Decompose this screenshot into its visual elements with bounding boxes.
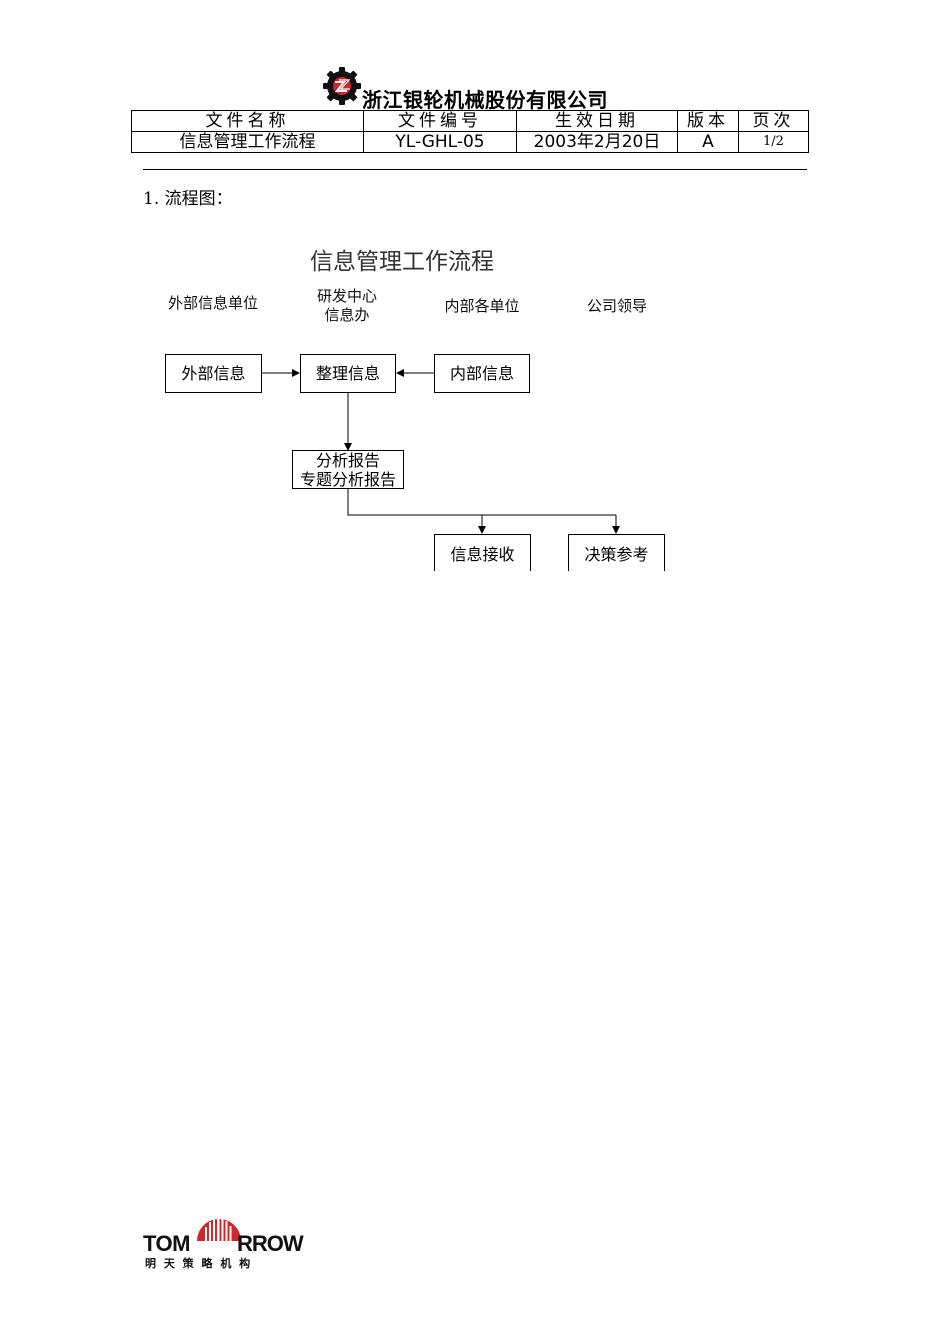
flowchart-area: 外部信息 整理信息 内部信息 分析报告 专题分析报告 信息接收 决策参考 bbox=[150, 340, 710, 571]
flowchart-title: 信息管理工作流程 bbox=[310, 249, 494, 275]
value-version: A bbox=[677, 131, 739, 153]
lane-company-leaders: 公司领导 bbox=[586, 297, 647, 315]
document-info-table: 文件名称 文件编号 生效日期 版本 页次 信息管理工作流程 YL-GHL-05 … bbox=[131, 110, 809, 153]
node-external-info-label: 外部信息 bbox=[181, 364, 246, 383]
header-effective-date: 生效日期 bbox=[516, 110, 678, 132]
node-external-info: 外部信息 bbox=[165, 354, 262, 393]
value-effective-date: 2003年2月20日 bbox=[516, 131, 678, 153]
gear-logo-icon bbox=[323, 67, 361, 105]
header-divider bbox=[143, 169, 807, 170]
flowchart-connectors bbox=[262, 369, 620, 534]
lane-internal-units: 内部各单位 bbox=[444, 297, 520, 315]
node-internal-info: 内部信息 bbox=[434, 354, 530, 393]
node-decision-ref: 决策参考 bbox=[568, 534, 665, 571]
header-doc-number: 文件编号 bbox=[363, 110, 517, 132]
tomorrow-logo: TOM RROW 明 天 策 略 机 构 bbox=[143, 1213, 304, 1270]
value-page: 1/2 bbox=[738, 131, 809, 153]
value-doc-name: 信息管理工作流程 bbox=[131, 131, 364, 153]
connector-report-branch bbox=[347, 489, 616, 516]
section-heading: 1. 流程图： bbox=[143, 189, 233, 209]
node-report-line1: 分析报告 bbox=[315, 450, 380, 470]
header-page: 页次 bbox=[738, 110, 809, 132]
value-doc-number: YL-GHL-05 bbox=[363, 131, 517, 153]
node-report-line2: 专题分析报告 bbox=[299, 469, 396, 489]
node-info-receive-label: 信息接收 bbox=[450, 545, 515, 564]
company-name: 浙江银轮机械股份有限公司 bbox=[362, 88, 608, 112]
node-decision-ref-label: 决策参考 bbox=[584, 545, 649, 564]
table-header-row: 文件名称 文件编号 生效日期 版本 页次 bbox=[131, 110, 809, 132]
lane-external-units: 外部信息单位 bbox=[167, 294, 258, 312]
lane-rd-info-office: 研发中心 信息办 bbox=[316, 287, 377, 324]
building-sunrise-icon bbox=[197, 1215, 241, 1241]
node-organize-info: 整理信息 bbox=[300, 354, 396, 393]
header-doc-name: 文件名称 bbox=[131, 110, 364, 132]
node-organize-info-label: 整理信息 bbox=[315, 364, 380, 383]
logo-text-left: TOM bbox=[143, 1231, 190, 1256]
table-value-row: 信息管理工作流程 YL-GHL-05 2003年2月20日 A 1/2 bbox=[131, 131, 809, 153]
header-version: 版本 bbox=[677, 110, 739, 132]
logo-subtitle: 明 天 策 略 机 构 bbox=[145, 1257, 253, 1270]
logo-text-right: RROW bbox=[237, 1231, 304, 1256]
node-internal-info-label: 内部信息 bbox=[449, 364, 514, 383]
node-analysis-report: 分析报告 专题分析报告 bbox=[292, 450, 404, 489]
node-info-receive: 信息接收 bbox=[434, 534, 531, 571]
